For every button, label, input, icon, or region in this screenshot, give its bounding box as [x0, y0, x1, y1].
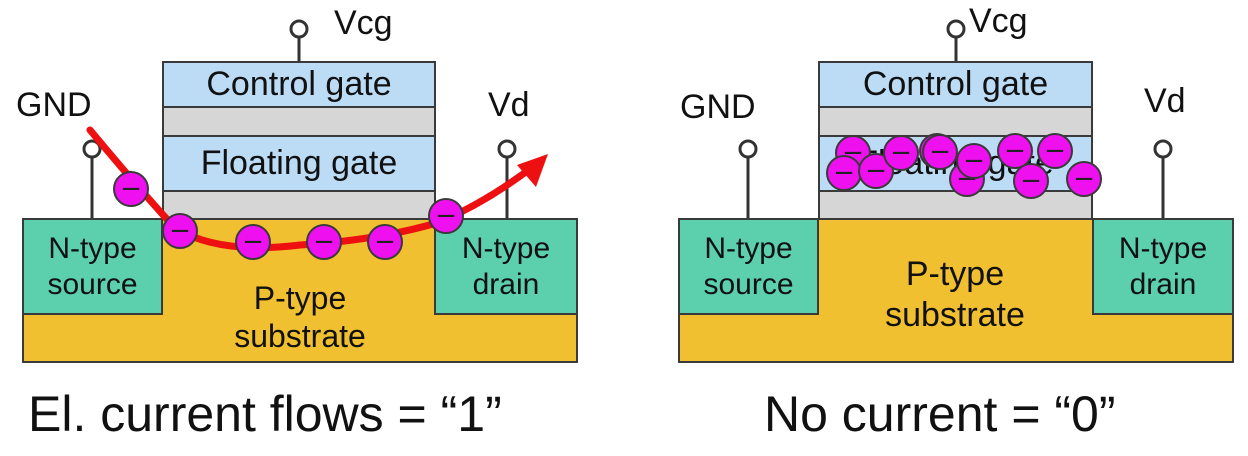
- n-type-source: [22, 218, 163, 315]
- right-panel-nonconducting: Control gate Floating gate N-type source…: [624, 0, 1248, 456]
- drain-label: N-type drain: [461, 232, 551, 301]
- source-label: N-type source: [47, 232, 138, 301]
- electron-icon: −: [1013, 163, 1049, 199]
- drain-label: N-type drain: [1118, 232, 1208, 301]
- electron-icon: −: [428, 198, 464, 234]
- n-type-drain: [1092, 218, 1234, 315]
- drain-terminal-label: Vd: [488, 86, 530, 124]
- source-terminal-label: GND: [16, 86, 92, 124]
- electron-icon: −: [883, 135, 919, 171]
- caption-right: No current = “0”: [764, 386, 1116, 442]
- source-terminal-node: [738, 139, 758, 159]
- drain-terminal-node: [497, 139, 517, 159]
- control-gate: [818, 61, 1093, 108]
- control-gate: [162, 61, 436, 108]
- source-label: N-type source: [703, 232, 794, 301]
- gate-terminal-label: Vcg: [334, 4, 393, 42]
- bottom-oxide: [818, 190, 1093, 220]
- n-type-source: [678, 218, 819, 315]
- caption-left: El. current flows = “1”: [28, 386, 502, 442]
- current-arrowhead: [517, 154, 548, 187]
- substrate-label: P-type substrate: [885, 255, 1025, 334]
- right-wiring: [738, 19, 1173, 218]
- electron-icon: −: [367, 224, 403, 260]
- electron-icon: −: [997, 133, 1033, 169]
- electron-icon: −: [1066, 161, 1102, 197]
- floating-gate-label: Floating gate: [200, 144, 398, 183]
- source-terminal-node: [82, 139, 102, 159]
- electron-icon: −: [113, 171, 149, 207]
- current-flow: [86, 126, 548, 252]
- current-path-arrow: [86, 126, 539, 252]
- electron-icon: −: [162, 213, 198, 249]
- gate-terminal-node: [946, 19, 966, 39]
- drain-terminal-node: [1153, 139, 1173, 159]
- substrate-label: P-type substrate: [234, 279, 366, 354]
- electron-icon: −: [922, 134, 958, 170]
- source-terminal-label: GND: [680, 88, 756, 126]
- gate-terminal-label: Vcg: [969, 2, 1028, 40]
- left-panel-conducting: Control gate Floating gate N-type source…: [16, 4, 578, 442]
- electron-icon: −: [235, 224, 271, 260]
- electron-icon: −: [826, 155, 862, 191]
- n-type-drain: [434, 218, 578, 315]
- drain-terminal-label: Vd: [1144, 82, 1186, 120]
- gate-terminal-node: [289, 19, 309, 39]
- electron-icon: −: [306, 224, 342, 260]
- electron-icon: −: [1037, 133, 1073, 169]
- control-gate-label: Control gate: [206, 65, 392, 104]
- control-gate-label: Control gate: [862, 65, 1049, 104]
- electron-icon: −: [956, 143, 992, 179]
